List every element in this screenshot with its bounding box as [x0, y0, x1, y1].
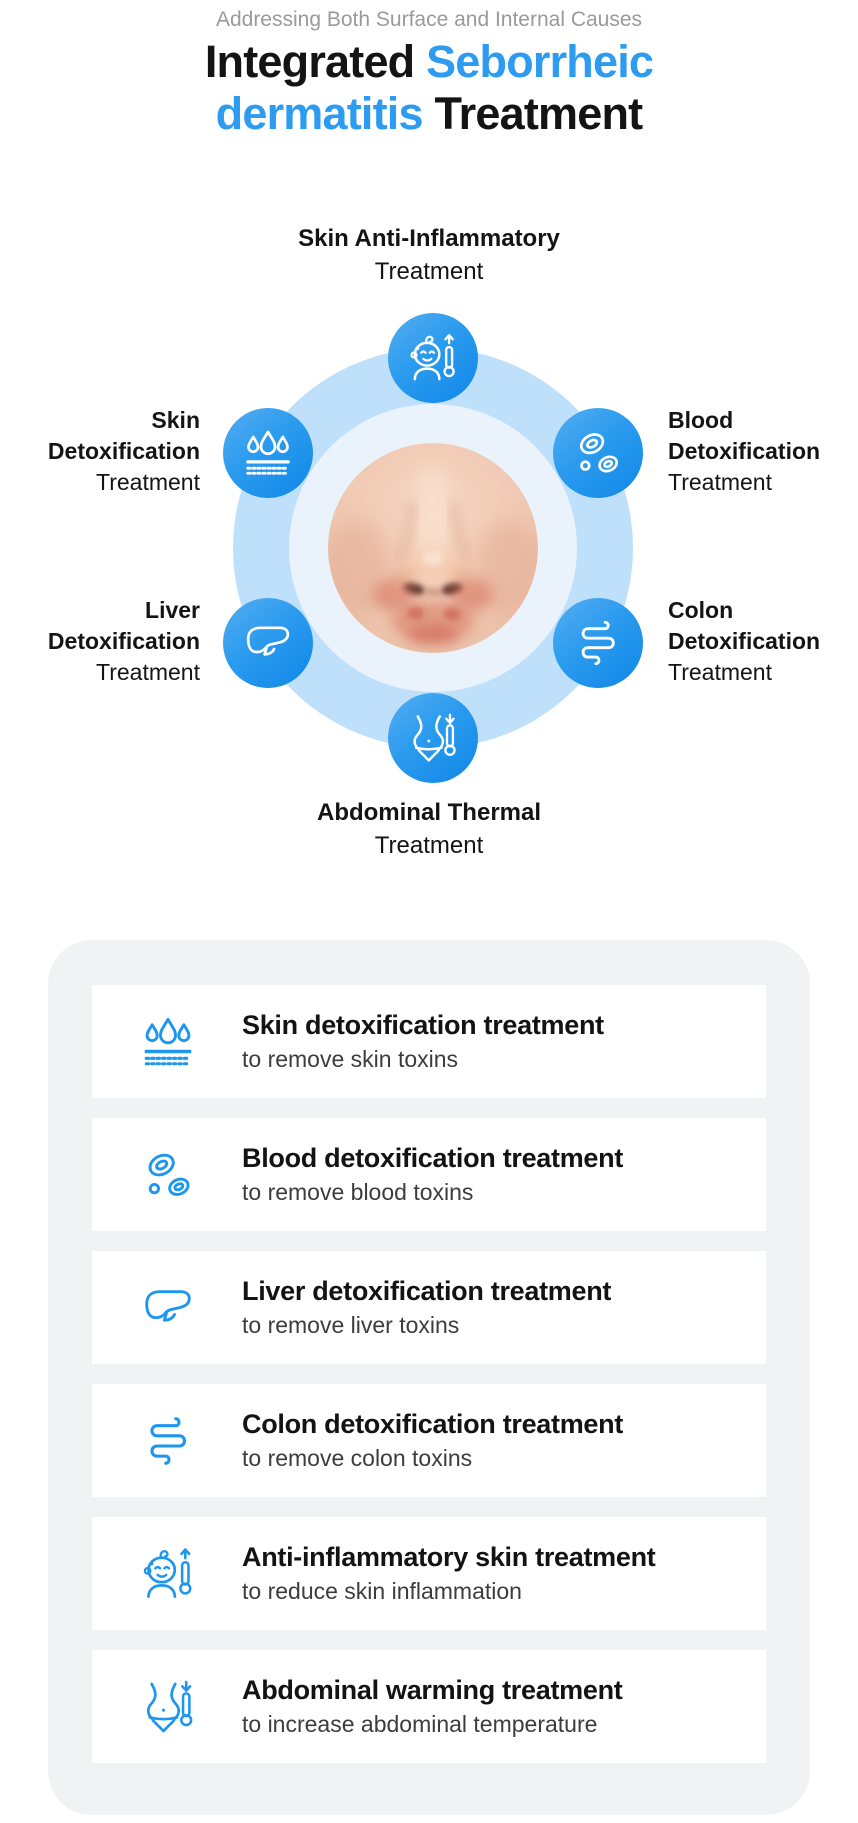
center-photo	[328, 443, 538, 653]
skin-detox-icon	[138, 1012, 198, 1072]
card-text: Anti-inflammatory skin treatment to redu…	[242, 1541, 656, 1606]
label-colon-detox: Colon Detoxification Treatment	[668, 597, 821, 685]
colon-icon	[571, 616, 625, 670]
label-skin-detox: Skin Detoxification Treatment	[47, 407, 200, 495]
card-title: Abdominal warming treatment	[242, 1675, 623, 1705]
label-blood-detox: Blood Detoxification Treatment	[668, 407, 821, 495]
node-anti-inflammatory	[388, 313, 478, 403]
card-text: Abdominal warming treatment to increase …	[242, 1674, 623, 1739]
card-title: Liver detoxification treatment	[242, 1276, 612, 1306]
seborrheic-dermatitis-nose-photo	[328, 443, 538, 653]
treatment-card-abdominal-warming: Abdominal warming treatment to increase …	[92, 1650, 766, 1763]
card-text: Liver detoxification treatment to remove…	[242, 1275, 611, 1340]
abdomen-thermometer-icon	[138, 1677, 198, 1737]
card-title: Blood detoxification treatment	[242, 1143, 624, 1173]
node-blood-detox	[553, 408, 643, 498]
treatments-panel: Skin detoxification treatment to remove …	[48, 940, 810, 1815]
tagline: Addressing Both Surface and Internal Cau…	[215, 8, 643, 31]
card-text: Blood detoxification treatment to remove…	[242, 1142, 623, 1207]
page-title: Integrated Seborrheic dermatitis Treatme…	[0, 36, 858, 140]
card-description: to increase abdominal temperature	[242, 1711, 598, 1737]
liver-icon	[138, 1278, 198, 1338]
node-colon-detox	[553, 598, 643, 688]
baby-thermometer-icon	[406, 331, 460, 385]
label-anti-inflammatory: Skin Anti-Inflammatory Treatment	[298, 225, 560, 285]
card-description: to remove colon toxins	[242, 1445, 473, 1471]
liver-icon	[241, 616, 295, 670]
card-description: to remove liver toxins	[242, 1312, 460, 1338]
baby-thermometer-icon	[138, 1544, 198, 1604]
node-skin-detox	[223, 408, 313, 498]
page-title-line2: dermatitis Treatment	[215, 88, 643, 139]
blood-cells-icon	[571, 426, 625, 480]
label-liver-detox: Liver Detoxification Treatment	[47, 597, 200, 685]
skin-detox-icon	[241, 426, 295, 480]
card-title: Anti-inflammatory skin treatment	[242, 1542, 656, 1572]
card-title: Colon detoxification treatment	[242, 1409, 624, 1439]
card-description: to reduce skin inflammation	[242, 1578, 522, 1604]
abdomen-thermometer-icon	[406, 711, 460, 765]
label-abdominal-thermal: Abdominal Thermal Treatment	[316, 799, 542, 859]
blood-cells-icon	[138, 1145, 198, 1205]
treatment-card-skin-detox: Skin detoxification treatment to remove …	[92, 985, 766, 1098]
card-description: to remove skin toxins	[242, 1046, 459, 1072]
colon-icon	[138, 1411, 198, 1471]
card-text: Colon detoxification treatment to remove…	[242, 1408, 623, 1473]
treatment-card-liver-detox: Liver detoxification treatment to remove…	[92, 1251, 766, 1364]
node-liver-detox	[223, 598, 313, 688]
page-title-line1: Integrated Seborrheic	[204, 36, 654, 87]
treatment-card-anti-inflammatory: Anti-inflammatory skin treatment to redu…	[92, 1517, 766, 1630]
card-text: Skin detoxification treatment to remove …	[242, 1009, 604, 1074]
treatment-card-blood-detox: Blood detoxification treatment to remove…	[92, 1118, 766, 1231]
node-abdominal-thermal	[388, 693, 478, 783]
card-description: to remove blood toxins	[242, 1179, 474, 1205]
card-title: Skin detoxification treatment	[242, 1010, 604, 1040]
treatment-card-colon-detox: Colon detoxification treatment to remove…	[92, 1384, 766, 1497]
